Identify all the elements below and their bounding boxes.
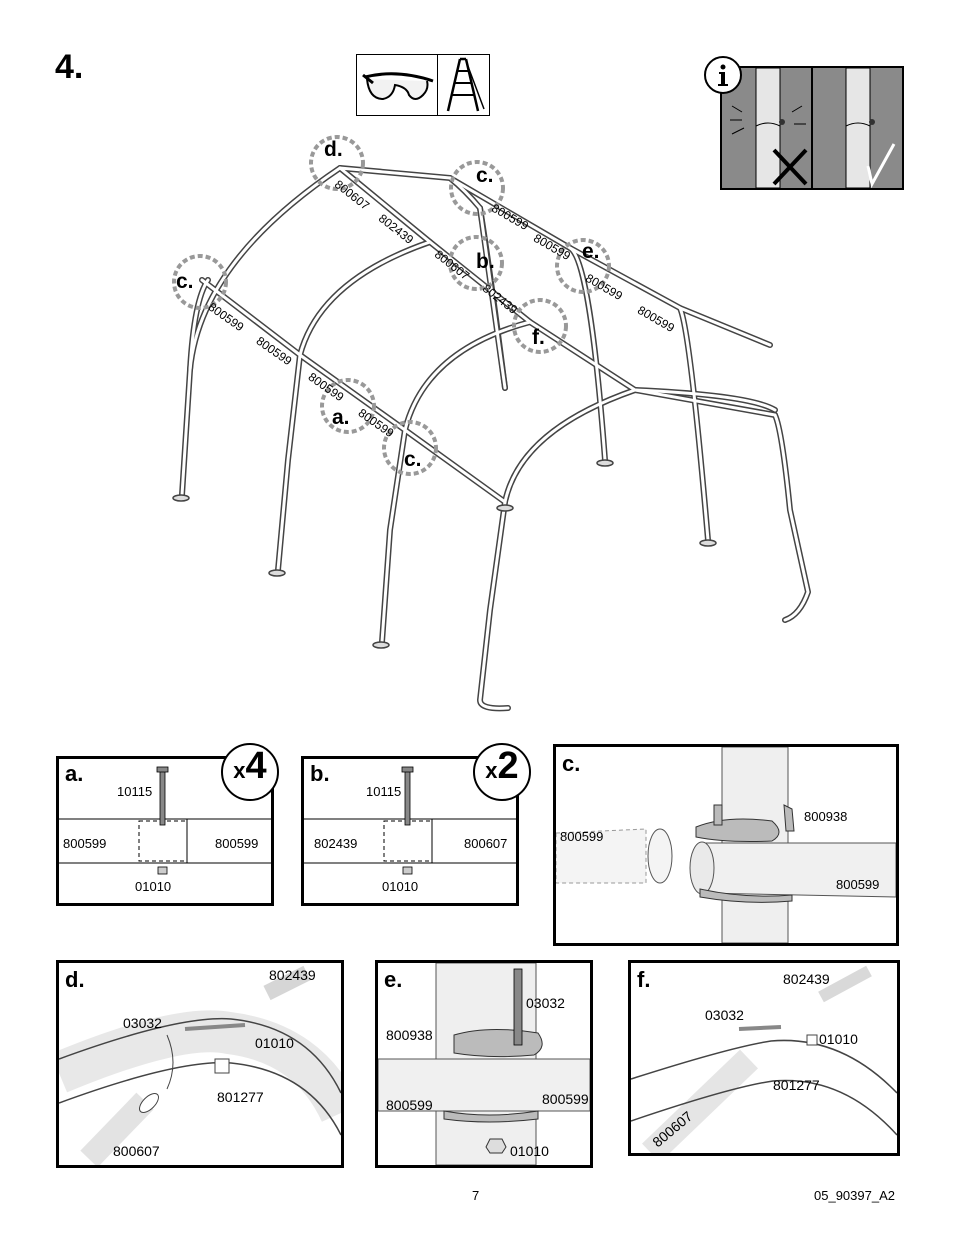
bolt-part-number: 10115 xyxy=(366,784,402,799)
callout-label-c: c. xyxy=(404,448,422,471)
detail-panel-f: f. 802439 03032 01010 801277 800607 xyxy=(628,960,900,1156)
bottom-pipe-part-number: 800607 xyxy=(113,1143,160,1159)
bolt-part-number: 03032 xyxy=(526,995,565,1011)
step-number: 4. xyxy=(55,48,84,86)
callout-label-c: c. xyxy=(476,164,494,187)
top-pipe-part-number: 802439 xyxy=(783,971,830,987)
panel-e-label: e. xyxy=(384,967,403,992)
required-tools-box xyxy=(356,54,490,116)
callout-label-a: a. xyxy=(332,406,350,429)
panel-c-label: c. xyxy=(562,751,581,776)
info-tip-box xyxy=(704,56,904,190)
clamp-part-number: 800938 xyxy=(804,809,848,824)
callout-circle-d xyxy=(309,135,365,191)
canopy-frame-diagram: d. c. b. e. c. f. a. c. 800607 802439 80… xyxy=(150,130,830,730)
detail-panel-e: e. 800938 03032 800599 800599 01010 xyxy=(375,960,593,1168)
right-pipe-part-number: 800599 xyxy=(836,877,880,892)
nut-part-number: 01010 xyxy=(819,1031,858,1047)
connector-part-number: 801277 xyxy=(217,1089,264,1105)
panel-f-label: f. xyxy=(637,967,651,992)
left-pipe-part-number: 800599 xyxy=(560,829,604,844)
detail-panel-d: d. 802439 03032 01010 801277 800607 xyxy=(56,960,344,1168)
callout-circle-a xyxy=(320,378,376,434)
page-number: 7 xyxy=(472,1188,480,1203)
nut-part-number: 01010 xyxy=(255,1035,294,1051)
quantity-badge-b: x2 xyxy=(473,743,531,801)
safety-glasses-icon xyxy=(357,55,438,115)
callout-circle-e xyxy=(555,238,611,294)
frame-svg xyxy=(172,135,811,712)
bolt-part-number: 03032 xyxy=(123,1015,162,1031)
document-code: 05_90397_A2 xyxy=(814,1188,895,1203)
nut-part-number: 01010 xyxy=(135,879,172,894)
panel-b-label: b. xyxy=(310,761,330,786)
right-pipe-part-number: 800607 xyxy=(464,836,508,851)
callout-circle-b xyxy=(448,235,504,291)
nut-part-number: 01010 xyxy=(510,1143,549,1159)
callout-label-f: f. xyxy=(532,326,545,349)
info-icon xyxy=(704,56,742,94)
callout-circle-f xyxy=(512,298,568,354)
detail-panel-c: c. 800938 800599 800599 xyxy=(553,744,899,946)
callout-label-b: b. xyxy=(476,250,495,273)
connector-part-number: 801277 xyxy=(773,1077,820,1093)
clamp-part-number: 800938 xyxy=(386,1027,433,1043)
left-pipe-part-number: 800599 xyxy=(63,836,107,851)
top-pipe-part-number: 802439 xyxy=(269,967,316,983)
bolt-part-number: 10115 xyxy=(117,784,153,799)
ladder-icon xyxy=(438,55,489,115)
callout-circle-c-left xyxy=(172,254,228,310)
right-pipe-part-number: 800599 xyxy=(215,836,259,851)
callout-circle-c-top xyxy=(449,160,505,216)
callout-label-c: c. xyxy=(176,270,194,293)
quantity-badge-a: x4 xyxy=(221,743,279,801)
bolt-part-number: 03032 xyxy=(705,1007,744,1023)
panel-a-label: a. xyxy=(65,761,84,786)
nut-part-number: 01010 xyxy=(382,879,419,894)
left-pipe-part-number: 800599 xyxy=(386,1097,433,1113)
panel-d-label: d. xyxy=(65,967,85,992)
right-pipe-part-number: 800599 xyxy=(542,1091,589,1107)
callout-label-d: d. xyxy=(324,138,343,161)
left-pipe-part-number: 802439 xyxy=(314,836,358,851)
callout-circle-c-bottom xyxy=(382,420,438,476)
callout-label-e: e. xyxy=(582,240,600,263)
